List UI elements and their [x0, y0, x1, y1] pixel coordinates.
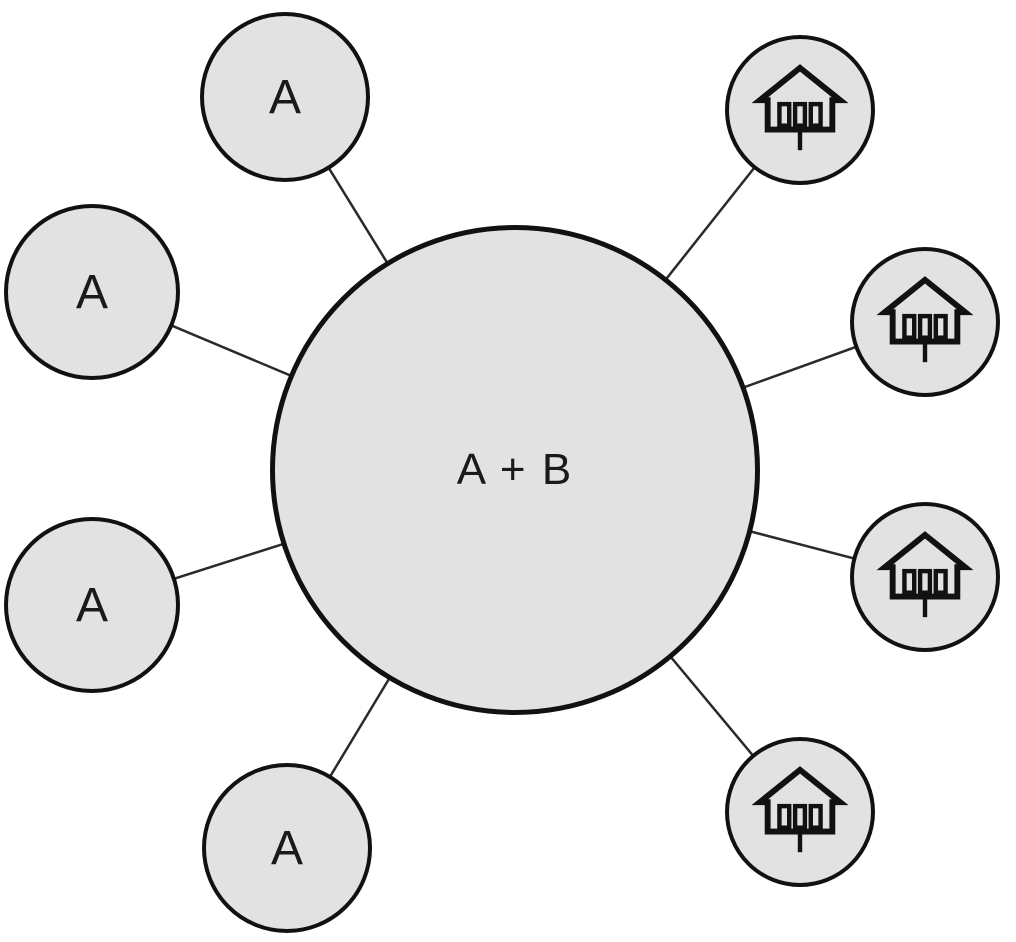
node-a-lower-left: A	[4, 517, 180, 693]
node-a-bottom: A	[202, 763, 372, 933]
node-building-top-right	[725, 35, 875, 185]
node-building-lower-right	[850, 502, 1000, 652]
node-a-left: A	[4, 204, 180, 380]
bank-building-icon	[876, 531, 974, 618]
central-node: A + B	[270, 225, 760, 715]
node-a-top-left: A	[200, 12, 370, 182]
node-building-bottom-right	[725, 737, 875, 887]
node-a-label: A	[75, 265, 108, 319]
central-node-label: A + B	[456, 445, 574, 494]
bank-building-icon	[751, 64, 849, 151]
bank-building-icon	[751, 766, 849, 853]
node-a-label: A	[270, 821, 303, 875]
node-a-label: A	[75, 578, 108, 632]
bank-building-icon	[876, 276, 974, 363]
node-a-label: A	[268, 70, 301, 124]
node-building-right	[850, 247, 1000, 397]
